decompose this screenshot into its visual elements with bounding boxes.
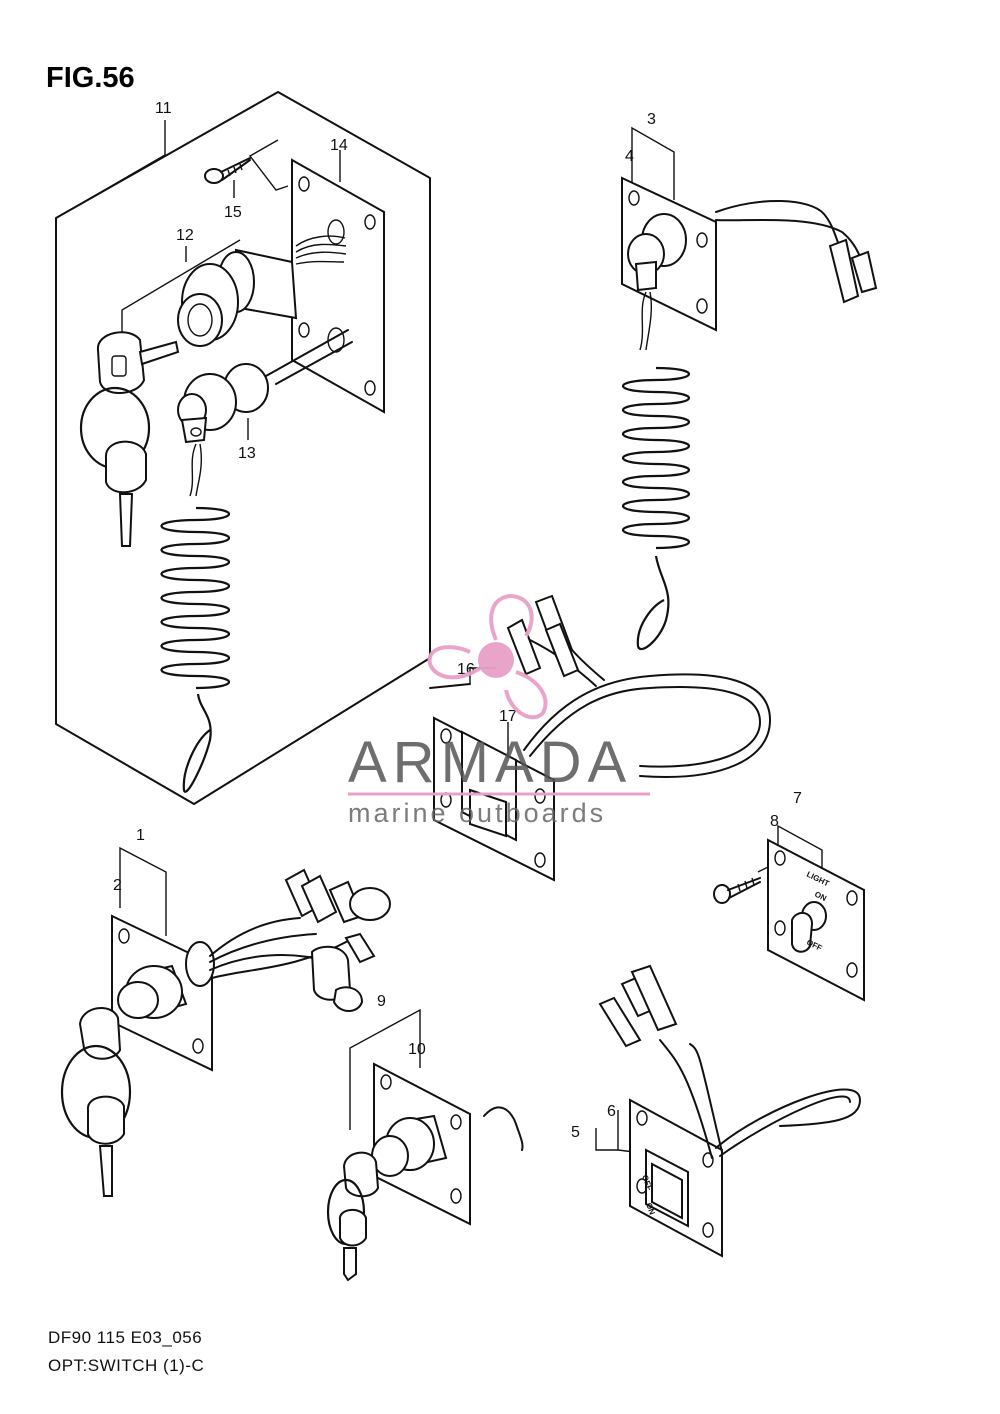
rocker-switch-5-6: OFF ON — [595, 964, 861, 1258]
footer-section: OPT:SWITCH (1)-C — [48, 1356, 205, 1375]
watermark: ARMADA marine outboards — [348, 593, 650, 828]
stop-switch-assembly-3-4 — [621, 126, 878, 651]
watermark-tagline: marine outboards — [348, 798, 606, 828]
callout-5: 5 — [571, 1124, 580, 1141]
key-switch-9-10 — [326, 1008, 524, 1282]
callout-12: 12 — [176, 227, 194, 244]
callout-9: 9 — [377, 993, 386, 1010]
rocker-label-on: ON — [644, 1202, 657, 1217]
watermark-brand: ARMADA — [348, 730, 632, 795]
screw-15-icon — [204, 139, 289, 198]
ignition-switch-1-2 — [60, 846, 391, 1197]
trim-switch-16-17 — [429, 594, 771, 882]
callouts: 11 14 15 12 13 3 4 16 17 1 2 7 8 9 10 5 … — [113, 100, 802, 1141]
stop-switch-13 — [160, 329, 353, 793]
callout-6: 6 — [607, 1103, 616, 1120]
light-switch-7-8: LIGHT ON OFF — [713, 824, 865, 1002]
callout-3: 3 — [647, 111, 656, 128]
callout-17: 17 — [499, 708, 517, 725]
ignition-switch-12 — [79, 235, 347, 547]
callout-8: 8 — [770, 813, 779, 830]
figure-title: FIG.56 — [46, 62, 135, 94]
callout-13: 13 — [238, 445, 256, 462]
callout-4: 4 — [625, 148, 634, 165]
footer-model-code: DF90 115 E03_056 — [48, 1328, 203, 1347]
callout-11: 11 — [155, 100, 172, 117]
mounting-panel-14 — [291, 150, 385, 414]
callout-14: 14 — [330, 137, 348, 154]
callout-10: 10 — [408, 1041, 426, 1058]
callout-7: 7 — [793, 790, 802, 807]
propeller-logo-icon — [427, 593, 548, 720]
callout-2: 2 — [113, 877, 122, 894]
callout-1: 1 — [136, 827, 145, 844]
callout-15: 15 — [224, 204, 242, 221]
